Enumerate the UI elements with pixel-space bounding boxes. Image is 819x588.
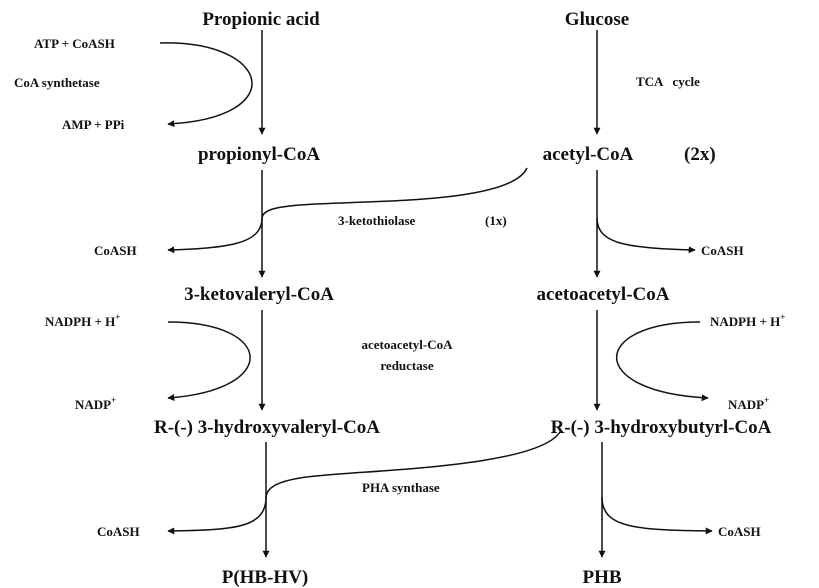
left-pathway-lines — [159, 30, 270, 558]
ketovaleryl-coa-label: 3-ketovaleryl-CoA — [184, 284, 334, 305]
propionyl-coa-label: propionyl-CoA — [198, 144, 320, 165]
acetyl-coa-multiplier: (2x) — [684, 144, 716, 165]
coash-release-curve-right-1 — [596, 217, 696, 254]
pha-synthase-label: PHA synthase — [362, 480, 440, 495]
coash-release-curve-left-2 — [167, 496, 267, 535]
propionic-acid-label: Propionic acid — [202, 9, 320, 30]
left-pathway-labels: Propionic acid ATP + CoASH CoA synthetas… — [14, 9, 380, 588]
nadph-label-left: NADPH + H+ — [45, 312, 120, 329]
hydroxyvaleryl-coa-label: R-(-) 3-hydroxyvaleryl-CoA — [154, 417, 380, 438]
nadph-curve-left — [167, 321, 251, 402]
right-pathway-lines — [593, 30, 713, 558]
ketothiolase-multiplier: (1x) — [485, 213, 507, 228]
nadph-curve-right — [615, 321, 709, 402]
atp-coash-label: ATP + CoASH — [34, 36, 115, 51]
acetoacetyl-coa-label: acetoacetyl-CoA — [537, 284, 670, 305]
nadph-label-right: NADPH + H+ — [710, 312, 785, 329]
hydroxybutyryl-coa-label: R-(-) 3-hydroxybutyrl-CoA — [551, 417, 772, 438]
coash-label-left-1: CoASH — [94, 243, 137, 258]
glucose-label: Glucose — [565, 9, 629, 30]
nadp-label-right: NADP+ — [728, 395, 769, 412]
coa-synthetase-label: CoA synthetase — [14, 75, 100, 90]
phb-hv-product-label: P(HB-HV) — [222, 567, 309, 588]
pha-synthase-connector — [265, 431, 561, 498]
tca-cycle-label: TCA cycle — [636, 74, 700, 89]
reductase-label-line2: reductase — [380, 358, 433, 373]
ketothiolase-connector — [261, 167, 528, 219]
coash-release-curve-left-1 — [167, 217, 263, 254]
enzyme-labels: 3-ketothiolase (1x) acetoacetyl-CoA redu… — [338, 213, 507, 495]
coash-label-left-2: CoASH — [97, 524, 140, 539]
right-pathway-labels: Glucose TCA cycle acetyl-CoA (2x) CoASH … — [537, 9, 786, 588]
nadp-label-left: NADP+ — [75, 395, 116, 412]
acetyl-coa-label: acetyl-CoA — [543, 144, 634, 165]
amp-ppi-label: AMP + PPi — [62, 117, 125, 132]
coash-label-right-2: CoASH — [718, 524, 761, 539]
ketothiolase-label: 3-ketothiolase — [338, 213, 416, 228]
phb-product-label: PHB — [582, 567, 621, 588]
coa-synthetase-curve — [159, 42, 253, 128]
coash-release-curve-right-2 — [601, 496, 713, 535]
reductase-label-line1: acetoacetyl-CoA — [362, 337, 454, 352]
coash-label-right-1: CoASH — [701, 243, 744, 258]
